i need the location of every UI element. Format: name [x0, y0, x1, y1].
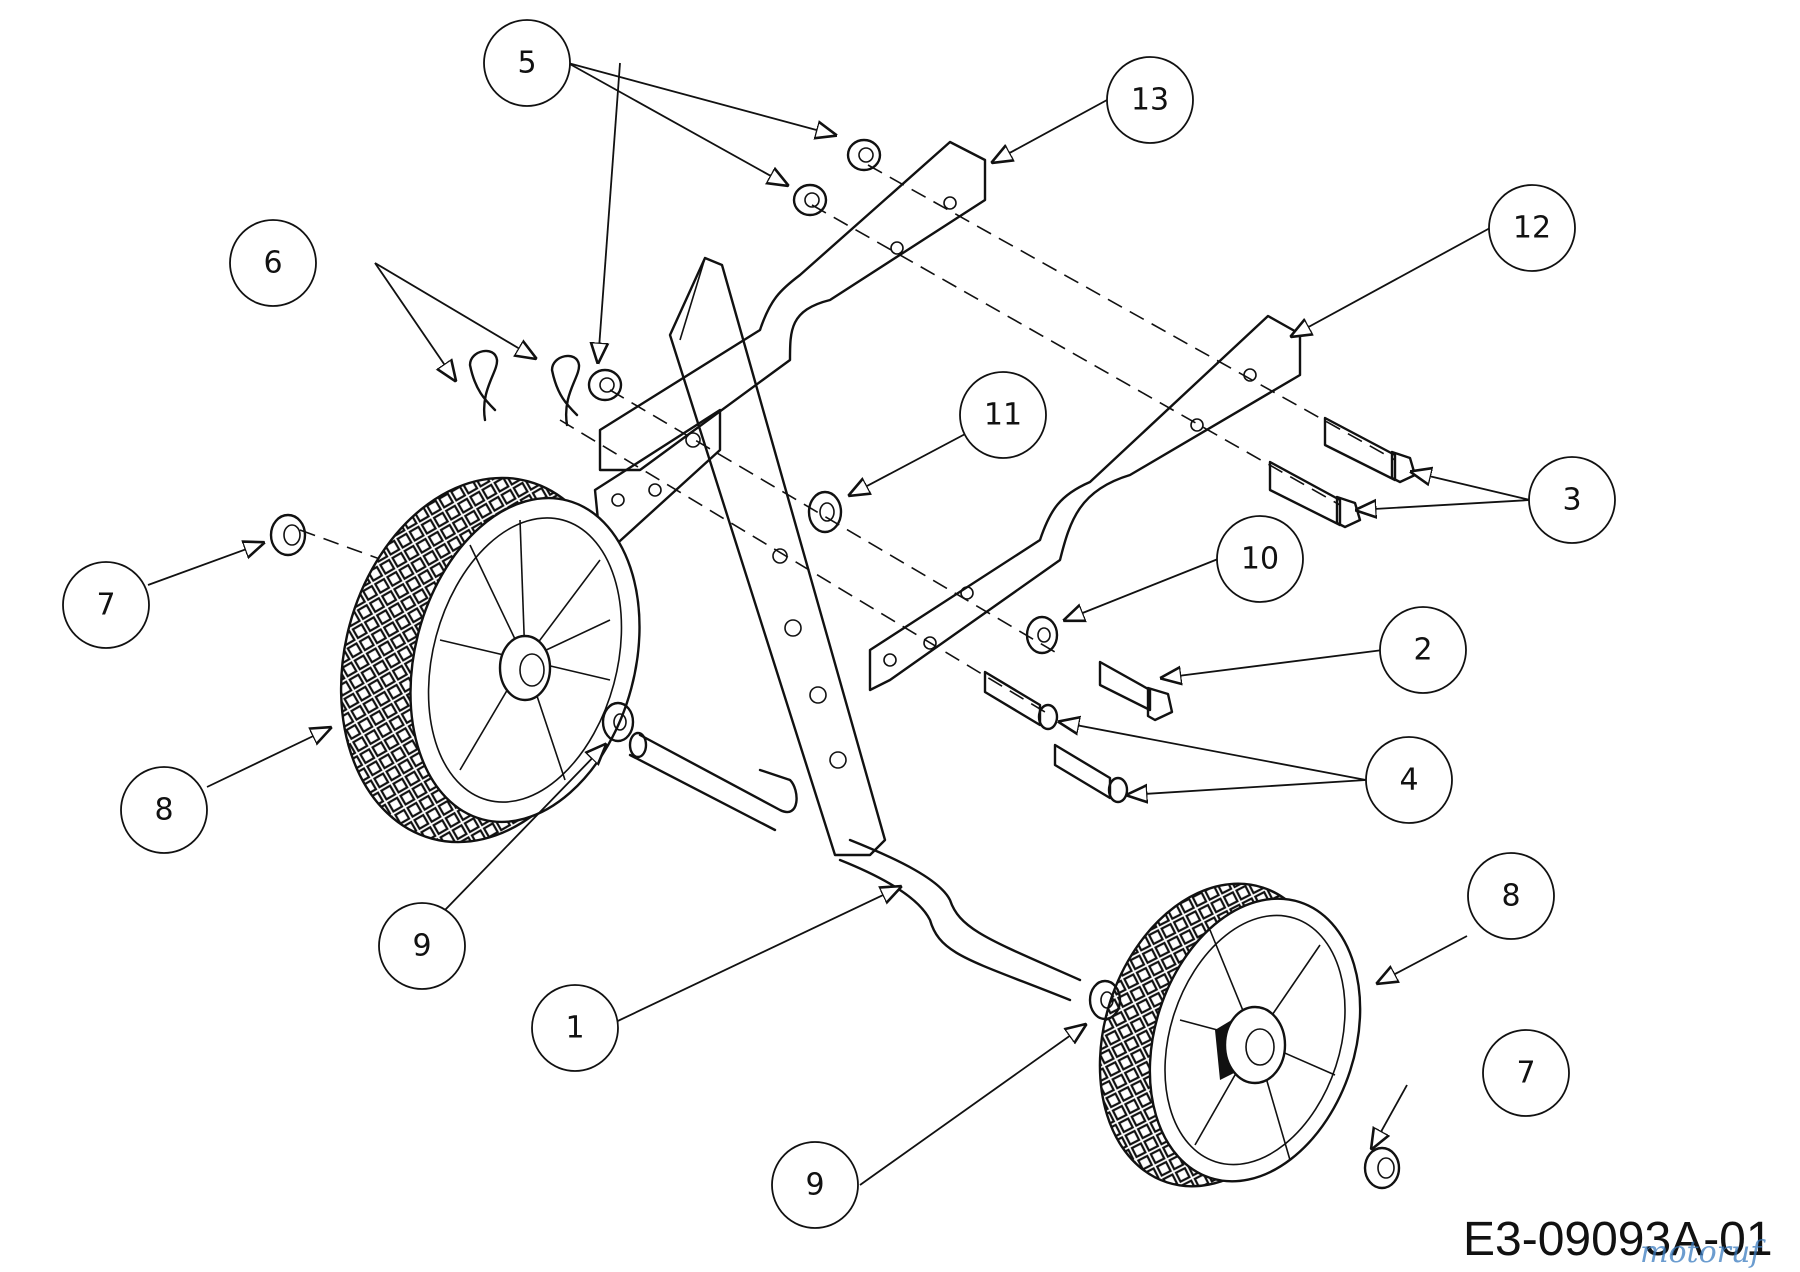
svg-text:8: 8	[154, 793, 173, 828]
clip-6-b	[550, 354, 581, 427]
nut-5-c	[587, 368, 623, 402]
washer-9-a	[601, 701, 635, 743]
svg-text:8: 8	[1501, 879, 1520, 914]
svg-text:7: 7	[96, 588, 115, 623]
svg-text:7: 7	[1516, 1056, 1535, 1091]
callout-7-right: 7	[1482, 1029, 1570, 1117]
svg-text:3: 3	[1562, 483, 1581, 518]
callout-9-upper: 9	[378, 902, 466, 990]
pin-4-a	[983, 670, 1059, 731]
svg-text:6: 6	[263, 246, 282, 281]
callout-12: 12	[1488, 184, 1576, 272]
cap-7-b	[1363, 1146, 1401, 1190]
bracket-13	[598, 140, 987, 472]
callout-10: 10	[1216, 515, 1304, 603]
svg-text:1: 1	[565, 1011, 584, 1046]
watermark-logo: motoruf	[1640, 1235, 1766, 1270]
wheel-8-left	[339, 476, 641, 844]
callout-13: 13	[1106, 56, 1194, 144]
callout-6: 6	[229, 219, 317, 307]
bracket-12	[868, 314, 1302, 692]
callout-1: 1	[531, 984, 619, 1072]
svg-text:13: 13	[1131, 83, 1169, 118]
svg-text:4: 4	[1399, 763, 1418, 798]
callout-4: 4	[1365, 736, 1453, 824]
pin-4-b	[1053, 743, 1129, 804]
svg-text:9: 9	[412, 929, 431, 964]
callouts: 1 2 3 4 5 6 7 7 8 8 9 9 10 11 12 13	[62, 19, 1616, 1229]
spacer-11	[807, 490, 843, 534]
cap-7-a	[269, 513, 307, 557]
callout-9-lower: 9	[771, 1141, 859, 1229]
callout-2: 2	[1379, 606, 1467, 694]
bolt-2	[1098, 660, 1174, 722]
svg-text:9: 9	[805, 1168, 824, 1203]
svg-text:2: 2	[1413, 633, 1432, 668]
callout-8-left: 8	[120, 766, 208, 854]
callout-8-right: 8	[1467, 852, 1555, 940]
nut-5-a	[846, 138, 882, 172]
wheel-8-right	[1098, 882, 1362, 1188]
nut-5-b	[792, 183, 828, 217]
svg-text:5: 5	[517, 46, 536, 81]
callout-3: 3	[1528, 456, 1616, 544]
washer-10	[1025, 615, 1059, 655]
bolt-3-b	[1268, 460, 1362, 529]
callout-11: 11	[959, 371, 1047, 459]
callout-7-left: 7	[62, 561, 150, 649]
svg-text:12: 12	[1513, 211, 1551, 246]
drawing-code: E3-09093A-01	[1463, 1213, 1773, 1266]
svg-text:10: 10	[1241, 542, 1279, 577]
axle-1	[628, 731, 1082, 1002]
svg-text:11: 11	[984, 398, 1022, 433]
clip-6-a	[468, 349, 499, 422]
upright-post	[668, 256, 887, 857]
washer-9-b	[1088, 979, 1122, 1021]
callout-5: 5	[483, 19, 571, 107]
